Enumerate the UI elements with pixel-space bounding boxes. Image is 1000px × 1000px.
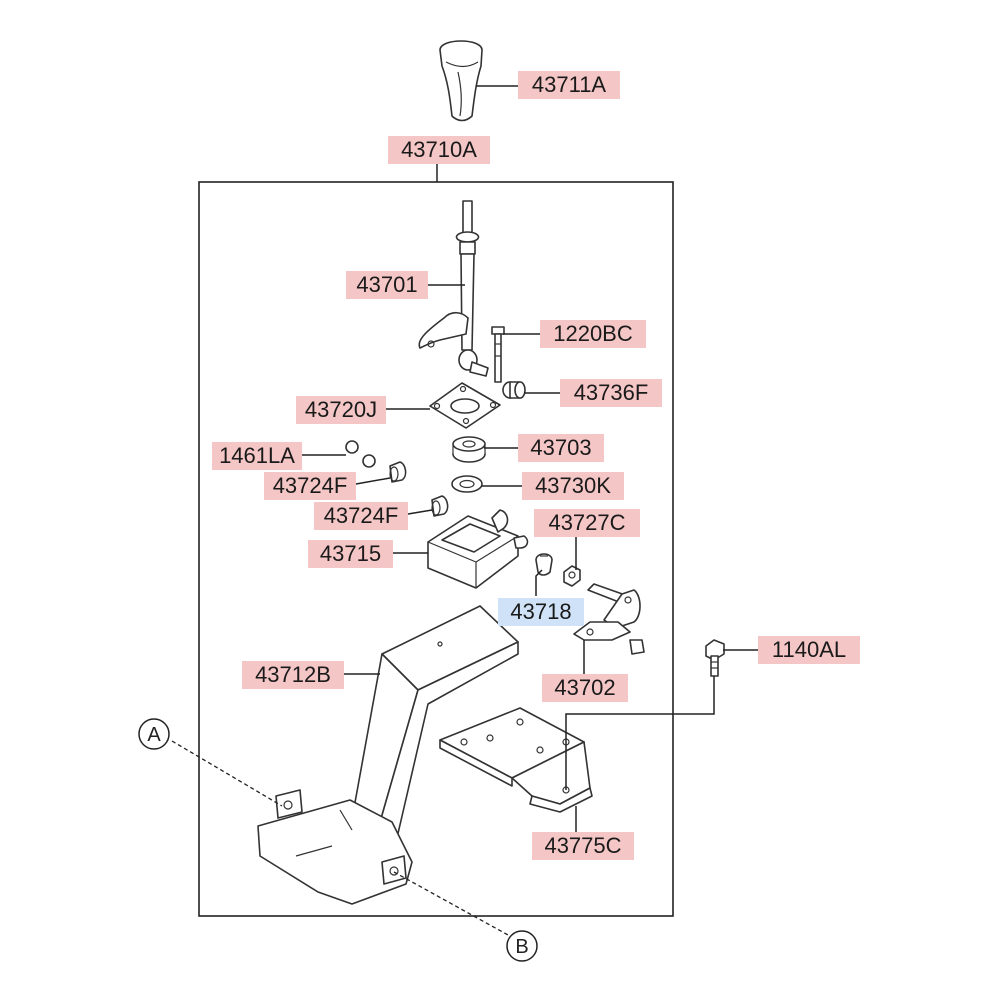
callout-box bbox=[314, 502, 408, 530]
callout-text: 43702 bbox=[554, 675, 615, 700]
callout-text: 43736F bbox=[574, 380, 649, 405]
marker-a-text: A bbox=[147, 724, 161, 746]
callout-labels: 43711A 43710A 43701 1220BC 43736F 43720J 43703… bbox=[212, 71, 860, 860]
washer-43730k[interactable] bbox=[451, 475, 483, 493]
linkage-43702[interactable] bbox=[573, 583, 645, 655]
callout-text: 43727C bbox=[548, 510, 625, 535]
callout-43736f[interactable]: 43736F bbox=[560, 379, 662, 407]
base-bracket-43712b[interactable] bbox=[257, 605, 519, 905]
callout-box bbox=[296, 396, 386, 424]
callout-43727c[interactable]: 43727C bbox=[534, 509, 640, 537]
leader-lines bbox=[171, 85, 758, 936]
pivot-plate-43720j[interactable] bbox=[429, 382, 501, 429]
callout-43724f-2[interactable]: 43724F bbox=[314, 502, 408, 530]
callout-text: 43724F bbox=[273, 473, 348, 498]
callout-box bbox=[532, 832, 634, 860]
callout-text: 43703 bbox=[530, 435, 591, 460]
callout-43730k[interactable]: 43730K bbox=[522, 472, 624, 500]
nut-43727c[interactable] bbox=[563, 565, 581, 587]
callout-43718[interactable]: 43718 bbox=[498, 598, 584, 626]
callout-43724f-1[interactable]: 43724F bbox=[264, 472, 356, 500]
callout-box bbox=[542, 674, 628, 702]
bushing-43724f-lower[interactable] bbox=[431, 495, 449, 517]
marker-b: B bbox=[506, 930, 538, 962]
clip-43718[interactable] bbox=[535, 553, 553, 576]
callout-text: 43775C bbox=[544, 833, 621, 858]
callout-1461la[interactable]: 1461LA bbox=[212, 442, 302, 470]
mount-bracket-43775c[interactable] bbox=[439, 707, 593, 813]
callout-43703[interactable]: 43703 bbox=[518, 434, 604, 462]
marker-a: A bbox=[138, 718, 170, 750]
callout-text: 43712B bbox=[255, 662, 331, 687]
callout-text: 43720J bbox=[305, 397, 377, 422]
bolt-1140al[interactable] bbox=[705, 639, 725, 677]
callout-1220bc[interactable]: 1220BC bbox=[540, 320, 646, 348]
callout-text: 1461LA bbox=[219, 443, 295, 468]
callout-box bbox=[264, 472, 356, 500]
callout-box bbox=[540, 320, 646, 348]
callout-box bbox=[518, 71, 620, 99]
callout-43775c[interactable]: 43775C bbox=[532, 832, 634, 860]
shift-knob[interactable] bbox=[439, 40, 483, 122]
callout-box bbox=[212, 442, 302, 470]
callout-text: 43711A bbox=[532, 72, 607, 97]
callout-box bbox=[518, 434, 604, 462]
callout-box bbox=[522, 472, 624, 500]
callout-text: 43715 bbox=[320, 541, 381, 566]
callout-box bbox=[388, 136, 490, 164]
callout-43711a[interactable]: 43711A bbox=[518, 71, 620, 99]
callout-43720j[interactable]: 43720J bbox=[296, 396, 386, 424]
callout-text: 43718 bbox=[510, 599, 571, 624]
callout-box bbox=[308, 540, 393, 568]
callout-1140al[interactable]: 1140AL bbox=[758, 636, 860, 664]
callout-text: 1220BC bbox=[553, 321, 633, 346]
bolt-1220bc[interactable] bbox=[491, 326, 505, 383]
callout-box bbox=[534, 509, 640, 537]
shift-lever-rod[interactable] bbox=[418, 200, 489, 377]
callout-text: 43724F bbox=[324, 503, 399, 528]
callout-43712b[interactable]: 43712B bbox=[242, 661, 344, 689]
callout-text: 1140AL bbox=[772, 637, 846, 662]
callout-text: 43710A bbox=[401, 137, 477, 162]
callout-43702[interactable]: 43702 bbox=[542, 674, 628, 702]
bushing-43736f[interactable] bbox=[502, 381, 526, 399]
rubber-bushing-43703[interactable] bbox=[452, 436, 486, 463]
callout-box bbox=[498, 598, 584, 626]
marker-b-text: B bbox=[515, 936, 528, 958]
callout-box bbox=[758, 636, 860, 664]
callout-text: 43701 bbox=[356, 272, 417, 297]
callout-43710a[interactable]: 43710A bbox=[388, 136, 490, 164]
callout-43715[interactable]: 43715 bbox=[308, 540, 393, 568]
callout-text: 43730K bbox=[535, 473, 611, 498]
housing-43715[interactable] bbox=[427, 509, 529, 589]
pin-1461la[interactable] bbox=[345, 440, 359, 454]
callout-box bbox=[560, 379, 662, 407]
callout-43701[interactable]: 43701 bbox=[346, 271, 428, 299]
assembly-frame bbox=[198, 181, 674, 917]
callout-box bbox=[346, 271, 428, 299]
bushing-43724f-upper[interactable] bbox=[362, 454, 407, 483]
callout-box bbox=[242, 661, 344, 689]
